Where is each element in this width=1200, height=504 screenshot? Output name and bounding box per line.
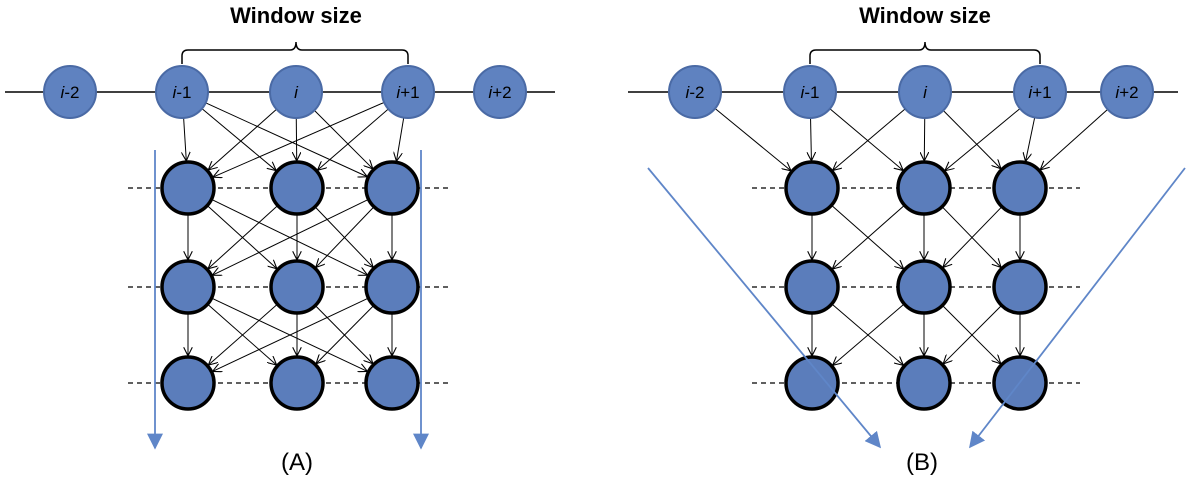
panel-b-edge-input-3-to-node-1 bbox=[946, 108, 1021, 171]
panel-b-window-size-label: Window size bbox=[859, 3, 991, 28]
panel-b-edge-l1-2-to-l2-1 bbox=[943, 206, 1003, 267]
panel-b-input-label-2: i bbox=[923, 83, 928, 102]
panel-b-layer-2-node-2 bbox=[896, 259, 952, 315]
panel-b-caption: (B) bbox=[906, 449, 938, 476]
panel-a-edge-input-2-to-node-2 bbox=[314, 110, 372, 168]
panel-a-edge-l2-0-to-l3-2 bbox=[211, 297, 367, 371]
panel-b-input-label-0: i-2 bbox=[686, 83, 705, 102]
panel-a-layer-2-node-2 bbox=[269, 259, 325, 315]
panel-a-edge-l2-0-to-l3-1 bbox=[207, 303, 276, 364]
panel-a-edge-l2-1-to-l3-2 bbox=[314, 305, 372, 363]
panel-a-edge-l2-1-to-l3-0 bbox=[209, 303, 278, 364]
panel-a-window-size-label: Window size bbox=[230, 3, 362, 28]
panel-B: Window size i-2 i-1 i i+1 i+2 (B) bbox=[628, 3, 1186, 476]
panel-b-input-node-3 bbox=[1013, 65, 1067, 119]
panel-b-edge-l1-0-to-l2-1 bbox=[831, 204, 903, 268]
panel-b-input-node-0 bbox=[668, 65, 722, 119]
panel-b-layer-2-node-1 bbox=[784, 259, 840, 315]
panel-b-input-node-2 bbox=[898, 65, 952, 119]
panel-a-layer-2-node-1 bbox=[160, 259, 216, 315]
panel-b-edge-input-4-to-node-2 bbox=[1041, 108, 1108, 169]
panel-b-edge-l2-1-to-l3-2 bbox=[942, 305, 1000, 363]
panel-b-input-label-3: i+1 bbox=[1028, 83, 1051, 102]
panel-b-edge-l1-1-to-l2-0 bbox=[833, 204, 905, 268]
panel-a-edge-input-1-to-node-0 bbox=[184, 117, 187, 160]
panel-a-input-label-4: i+2 bbox=[488, 83, 511, 102]
panel-a-layer-2-node-3 bbox=[364, 259, 420, 315]
panel-b-edge-l2-1-to-l3-0 bbox=[833, 303, 905, 365]
panel-b-edge-input-2-to-node-0 bbox=[833, 108, 906, 170]
panel-a-input-label-3: i+1 bbox=[396, 83, 419, 102]
panel-b-layer-2-node-3 bbox=[992, 259, 1048, 315]
panel-b-layer-1-node-1 bbox=[784, 160, 840, 216]
panel-a-layer-3-node-3 bbox=[364, 355, 420, 411]
panel-a-edge-l1-1-to-l2-0 bbox=[209, 205, 279, 268]
panel-b-window-bracket bbox=[809, 41, 1041, 64]
panel-a-layer-1-node-3 bbox=[364, 160, 420, 216]
panel-b-edge-input-1-to-node-1 bbox=[829, 108, 903, 170]
panel-b-layer-1-node-3 bbox=[992, 160, 1048, 216]
panel-b-input-label-4: i+2 bbox=[1115, 83, 1138, 102]
panel-b-edge-input-0-to-node-0 bbox=[714, 108, 790, 170]
panel-a-edge-input-2-to-node-0 bbox=[209, 108, 277, 169]
panel-b-layer-3-node-1 bbox=[784, 355, 840, 411]
panel-b-edge-input-1-to-node-0 bbox=[811, 117, 812, 160]
panel-a-input-node-2 bbox=[269, 65, 323, 119]
panel-a-edge-l1-0-to-l2-1 bbox=[206, 205, 276, 268]
panel-b-edge-l2-0-to-l3-1 bbox=[831, 303, 903, 365]
panel-a-edge-l1-2-to-l2-1 bbox=[316, 206, 375, 267]
panel-b-input-node-1 bbox=[783, 65, 837, 119]
panel-b-input-label-1: i-1 bbox=[801, 83, 820, 102]
panel-b-edge-input-3-to-node-2 bbox=[1026, 117, 1036, 160]
panel-a-edge-input-3-to-node-2 bbox=[397, 117, 405, 161]
panel-a-edge-input-3-to-node-1 bbox=[318, 108, 389, 170]
panel-b-edge-l2-2-to-l3-1 bbox=[944, 305, 1002, 363]
panel-a-caption: (A) bbox=[281, 449, 313, 476]
panel-a-input-label-2: i bbox=[294, 83, 299, 102]
panel-a-edge-input-3-to-node-0 bbox=[214, 101, 385, 176]
panel-a-layer-3-node-1 bbox=[160, 355, 216, 411]
panel-A: Window size i-2 i-1 i i+1 i+2 (A) bbox=[5, 3, 555, 476]
panel-a-input-node-4 bbox=[473, 65, 527, 119]
panel-a-window-bracket bbox=[181, 41, 409, 64]
panel-a-edge-l1-0-to-l2-2 bbox=[211, 198, 366, 274]
panel-a-layer-3-node-2 bbox=[269, 355, 325, 411]
panel-a-input-node-3 bbox=[381, 65, 435, 119]
panel-a-layer-1-node-1 bbox=[160, 160, 216, 216]
panel-b-receptive-arrow-left bbox=[647, 167, 882, 449]
panel-a-input-label-1: i-1 bbox=[173, 83, 192, 102]
panel-a-input-node-0 bbox=[43, 65, 97, 119]
panel-b-layer-1-node-2 bbox=[896, 160, 952, 216]
panel-a-edge-l2-2-to-l3-0 bbox=[213, 297, 369, 371]
panel-a-edge-l2-2-to-l3-1 bbox=[317, 305, 375, 363]
panel-a-input-label-0: i-2 bbox=[61, 83, 80, 102]
panel-b-edge-l1-1-to-l2-2 bbox=[941, 206, 1000, 267]
panel-b-edge-input-2-to-node-2 bbox=[942, 110, 1000, 168]
panel-a-layer-1-node-2 bbox=[269, 160, 325, 216]
panel-b-layer-3-node-2 bbox=[896, 355, 952, 411]
panel-b-input-node-4 bbox=[1100, 65, 1154, 119]
panel-a-edge-input-1-to-node-2 bbox=[205, 102, 367, 177]
panel-a-edge-l1-2-to-l2-0 bbox=[213, 198, 369, 274]
panel-a-edge-l1-1-to-l2-2 bbox=[314, 206, 373, 267]
panel-b-receptive-arrow-right bbox=[969, 167, 1186, 449]
panel-a-input-node-1 bbox=[155, 65, 209, 119]
panel-a-edge-input-1-to-node-1 bbox=[201, 108, 276, 170]
